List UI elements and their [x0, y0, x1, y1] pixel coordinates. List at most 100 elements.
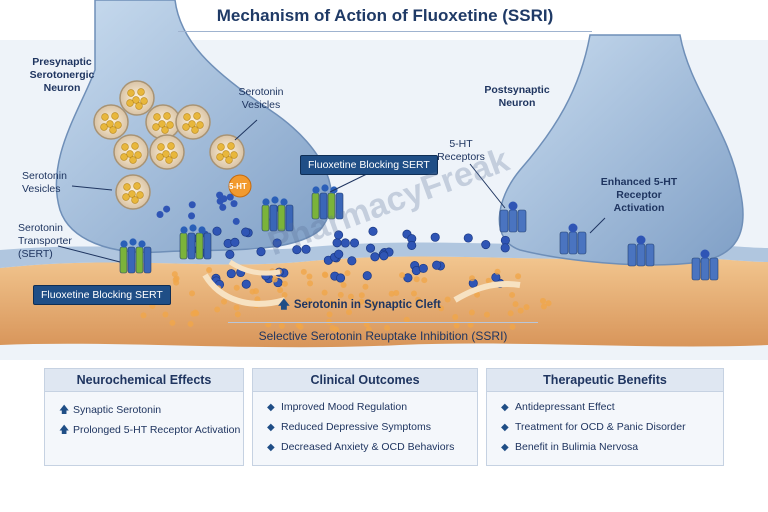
cleft-granule — [278, 322, 285, 329]
flow-arrow-1 — [202, 273, 286, 307]
panel-item-text: Prolonged 5-HT Receptor Activation — [73, 424, 241, 436]
granule — [191, 126, 199, 134]
serotonin-molecule — [347, 256, 357, 266]
granule — [140, 97, 148, 105]
bound-serotonin — [568, 223, 578, 233]
cleft-granule — [483, 311, 490, 318]
diamond-bullet-icon: ◆ — [267, 402, 275, 413]
cleft-granule — [326, 311, 333, 318]
cleft-granule — [325, 318, 332, 325]
serotonin-molecule — [370, 252, 380, 262]
transporter-subunit — [277, 204, 286, 232]
up-arrow-icon: 🡅 — [278, 299, 290, 311]
cleft-granule — [399, 272, 406, 279]
cleft-granule — [187, 320, 194, 327]
receptor-subunit — [517, 209, 527, 233]
cleft-granule — [539, 297, 546, 304]
granule — [127, 89, 135, 97]
serotonin-molecule — [432, 260, 442, 270]
diamond-bullet-icon: ◆ — [267, 422, 275, 433]
granule — [122, 193, 130, 201]
sert-transporter — [311, 184, 344, 220]
fluoxetine-blocking-tag-top: Fluoxetine Blocking SERT — [300, 155, 438, 175]
granule — [129, 156, 137, 164]
cleft-granule — [362, 283, 369, 290]
granule — [114, 121, 122, 129]
synaptic-cleft-text: Serotonin in Synaptic Cleft — [293, 299, 441, 311]
5ht-receptor — [627, 235, 655, 267]
serotonin-molecule — [256, 247, 266, 257]
granule — [121, 143, 129, 151]
granule — [131, 142, 139, 150]
sert-transporter — [119, 238, 152, 274]
receptor-subunit — [627, 243, 637, 267]
panel-item: ◆ Reduced Depressive Symptoms — [253, 417, 477, 437]
granule — [188, 120, 196, 128]
granule — [123, 183, 131, 191]
cleft-granule — [254, 296, 261, 303]
cleft-granule — [347, 293, 354, 300]
granule — [222, 150, 230, 158]
granule — [216, 153, 224, 161]
cleft-granule — [271, 276, 278, 283]
panel-heading: Neurochemical Effects — [45, 369, 243, 392]
cleft-granule — [221, 298, 228, 305]
granule — [126, 99, 134, 107]
cleft-granule — [515, 273, 522, 280]
serotonin-molecule — [362, 271, 372, 281]
serotonin-molecule — [216, 191, 224, 199]
presynaptic-neuron-label: Presynaptic Serotonergic Neuron — [29, 56, 95, 94]
panel-item-text: Decreased Anxiety & OCD Behaviors — [281, 441, 455, 453]
cleft-granule — [509, 291, 516, 298]
cleft-granule — [234, 311, 241, 318]
granule — [111, 112, 119, 120]
serotonin-molecule — [241, 227, 251, 237]
bound-molecule — [271, 196, 279, 204]
sert-label: Serotonin Transporter (SERT) — [18, 222, 72, 260]
serotonin-molecule — [418, 263, 428, 273]
serotonin-molecule — [500, 243, 510, 253]
cleft-granule — [485, 277, 492, 284]
cleft-granule — [233, 284, 240, 291]
transporter-subunit — [203, 232, 212, 260]
cleft-granule — [281, 280, 288, 287]
transporter-subunit — [327, 192, 336, 220]
cleft-granule — [192, 309, 199, 316]
cleft-granule — [452, 313, 459, 320]
cleft-granule — [321, 289, 328, 296]
cleft-granule — [358, 298, 365, 305]
granule — [166, 121, 174, 129]
bound-molecule — [262, 198, 270, 206]
panel-item-text: Reduced Depressive Symptoms — [281, 421, 431, 433]
panel-item: ◆Decreased Anxiety & OCD Behaviors — [253, 437, 477, 457]
granule — [136, 191, 144, 199]
diamond-bullet-icon: ◆ — [501, 422, 509, 433]
receptors-label: 5-HT Receptors — [437, 138, 485, 163]
panel-item-text: Synaptic Serotonin — [73, 404, 162, 416]
cleft-granule — [333, 326, 340, 333]
granule — [161, 126, 169, 134]
receptor-subunit — [559, 231, 569, 255]
granule — [126, 150, 134, 158]
granule — [193, 112, 201, 120]
panel-item-text: Treatment for OCD & Panic Disorder — [515, 421, 686, 433]
cleft-granule — [469, 275, 476, 282]
cleft-granule — [337, 291, 344, 298]
panel-item-text: Antidepressant Effect — [515, 401, 615, 413]
page-title: Mechanism of Action of Fluoxetine (SSRI) — [216, 6, 554, 25]
cleft-granule — [346, 309, 353, 316]
diamond-bullet-icon: ◆ — [501, 442, 509, 453]
granule — [227, 142, 235, 150]
transporter-subunit — [285, 204, 294, 232]
bound-molecule — [189, 224, 197, 232]
serotonin-molecule — [230, 237, 240, 247]
serotonin-molecule — [379, 251, 389, 261]
cleft-granule — [365, 326, 372, 333]
receptor-subunit — [499, 209, 509, 233]
transporter-subunit — [319, 192, 328, 220]
bound-serotonin — [700, 249, 710, 259]
serotonin-molecule — [463, 233, 473, 243]
serotonin-molecules — [140, 191, 552, 333]
cleft-granule — [344, 270, 351, 277]
